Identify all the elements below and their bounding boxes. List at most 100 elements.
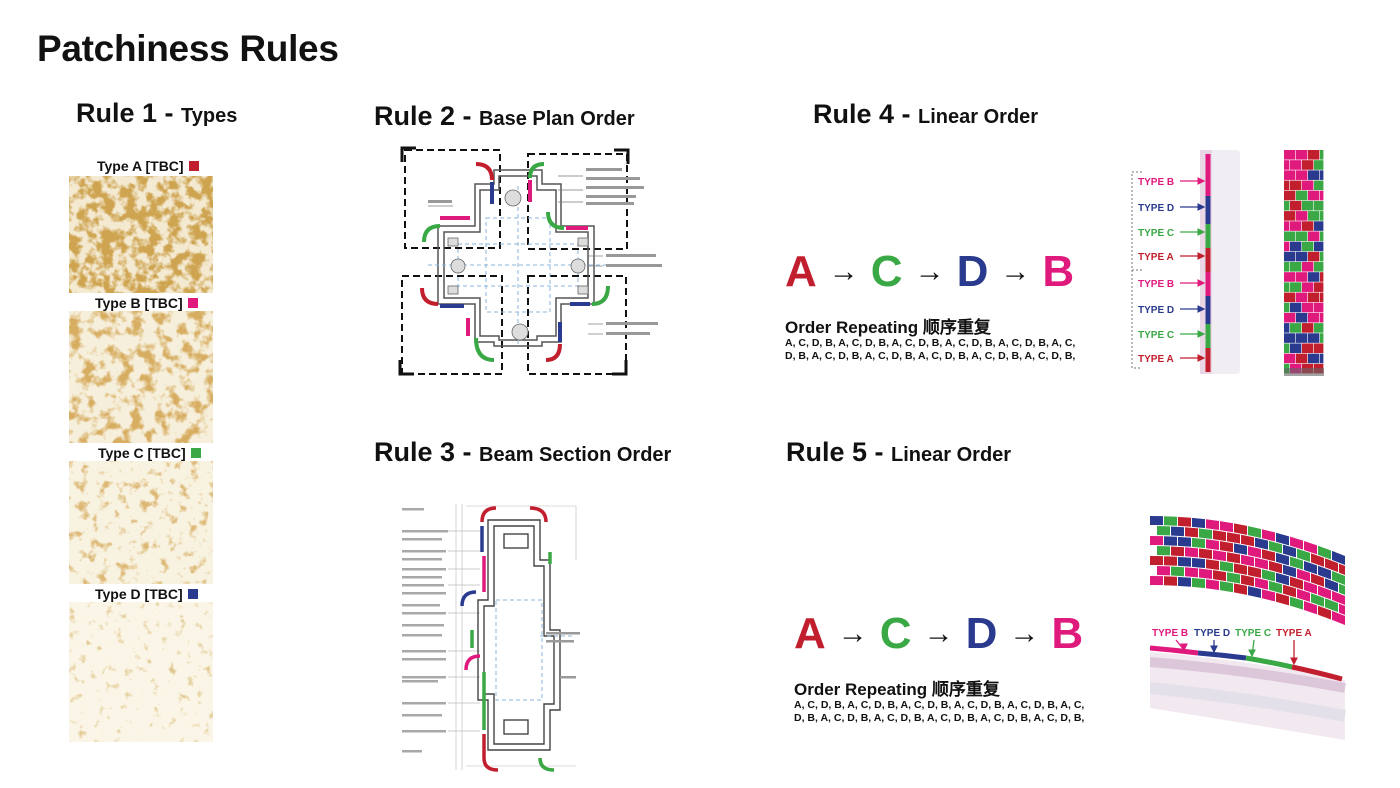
beam-brick	[1213, 550, 1226, 562]
column-brick	[1302, 180, 1314, 191]
beam-brick	[1220, 581, 1233, 593]
beam-section-drawing	[402, 504, 580, 772]
column-brick	[1284, 241, 1290, 252]
column-brick	[1290, 180, 1302, 191]
rule5-heading: Rule 5 - Linear Order	[786, 437, 1011, 468]
beam-brick	[1150, 516, 1163, 526]
beam-brick	[1157, 546, 1170, 556]
column-brick	[1290, 241, 1302, 252]
column-brick	[1296, 150, 1308, 160]
seq-letter-b: B	[1051, 609, 1084, 658]
beam-label-2: TYPE D	[1194, 628, 1230, 639]
column-brick	[1296, 251, 1308, 262]
column-brick	[1302, 221, 1314, 231]
rule2-heading: Rule 2 - Base Plan Order	[374, 101, 635, 132]
seq-arrow: →	[914, 255, 945, 288]
column-brick	[1284, 262, 1290, 272]
seq-letter-b: B	[1042, 247, 1075, 296]
column-brick	[1308, 231, 1320, 242]
type-c-label: Type C [TBC]	[98, 445, 201, 461]
column-brick	[1284, 160, 1290, 170]
rule4-order-line2: D, B, A, C, D, B, A, C, D, B, A, C, D, B…	[785, 350, 1076, 362]
column-brick	[1308, 312, 1320, 323]
beam-brick	[1332, 590, 1345, 605]
column-brick	[1308, 150, 1320, 160]
beam-brick	[1213, 530, 1226, 542]
beam-brick	[1297, 588, 1310, 602]
column-brick	[1320, 353, 1324, 364]
column-base	[1284, 368, 1324, 376]
column-brick	[1284, 353, 1296, 364]
beam-brick	[1269, 580, 1282, 594]
column-brick	[1284, 292, 1296, 303]
colored-beam	[1150, 516, 1345, 625]
rule4-order-title: Order Repeating 顺序重复	[785, 318, 991, 337]
beam-brick	[1164, 576, 1177, 586]
page-title: Patchiness Rules	[37, 28, 339, 69]
type-a-swatch	[188, 161, 199, 171]
rule5-title: Rule 5 -	[786, 437, 892, 467]
rule1-heading: Rule 1 - Types	[76, 98, 237, 129]
beam-brick	[1332, 570, 1345, 585]
beam-brick	[1318, 545, 1331, 560]
beam-brick	[1276, 532, 1289, 546]
column-brick	[1314, 302, 1324, 313]
beam-brick	[1311, 593, 1324, 607]
beam-brick	[1164, 516, 1177, 526]
rule5-sequence: A → C → D → B	[794, 609, 1083, 659]
column-brick	[1284, 323, 1290, 333]
beam-brick	[1234, 523, 1247, 535]
beam-label-1: TYPE B	[1152, 628, 1188, 639]
column-brick	[1302, 160, 1314, 170]
beam-brick	[1290, 576, 1303, 590]
beam-brick	[1269, 560, 1282, 574]
beam-brick	[1220, 561, 1233, 573]
column-brick	[1320, 190, 1324, 201]
beam-brick	[1185, 547, 1198, 558]
type-a-texture	[69, 176, 213, 293]
column-brick	[1284, 272, 1296, 282]
beam-brick	[1255, 557, 1268, 570]
seq-letter-d: D	[965, 609, 998, 658]
beam-brick	[1325, 558, 1338, 573]
beam-brick	[1192, 537, 1205, 549]
column-brick	[1320, 231, 1324, 242]
column-brick	[1296, 272, 1308, 282]
column-brick	[1284, 343, 1290, 354]
column-brick	[1314, 200, 1324, 211]
beam-brick	[1227, 532, 1240, 544]
column-brick	[1284, 231, 1296, 242]
type-b-label: Type B [TBC]	[95, 295, 198, 311]
col-label-3: TYPE C	[1138, 228, 1174, 239]
beam-brick	[1276, 592, 1289, 606]
column-brick	[1308, 211, 1320, 221]
column-brick	[1308, 353, 1320, 364]
beam-brick	[1283, 564, 1296, 578]
type-b-texture	[69, 311, 213, 443]
column-brick	[1284, 312, 1296, 323]
beam-brick	[1150, 556, 1163, 566]
beam-brick	[1199, 548, 1212, 560]
column-brick	[1302, 302, 1314, 313]
seq-arrow: →	[828, 255, 859, 288]
column-brick	[1290, 282, 1302, 292]
beam-brick	[1241, 554, 1254, 567]
beam-brick	[1297, 548, 1310, 562]
seq-letter-d: D	[956, 247, 989, 296]
beam-brick	[1304, 560, 1317, 575]
type-d-swatch	[187, 589, 198, 599]
beam-brick	[1192, 577, 1205, 589]
beam-brick	[1234, 583, 1247, 595]
beam-brick	[1339, 603, 1345, 615]
beam-brick	[1304, 540, 1317, 555]
rule2-subtitle: Base Plan Order	[479, 108, 635, 130]
beam-brick	[1241, 534, 1254, 547]
rule4-title: Rule 4 -	[813, 99, 919, 129]
beam-brick	[1178, 536, 1191, 547]
beam-brick	[1248, 586, 1261, 598]
column-brick	[1314, 221, 1324, 231]
column-brick	[1296, 353, 1308, 364]
column-brick	[1284, 302, 1290, 313]
column-brick	[1320, 312, 1324, 323]
beam-brick	[1199, 568, 1212, 580]
